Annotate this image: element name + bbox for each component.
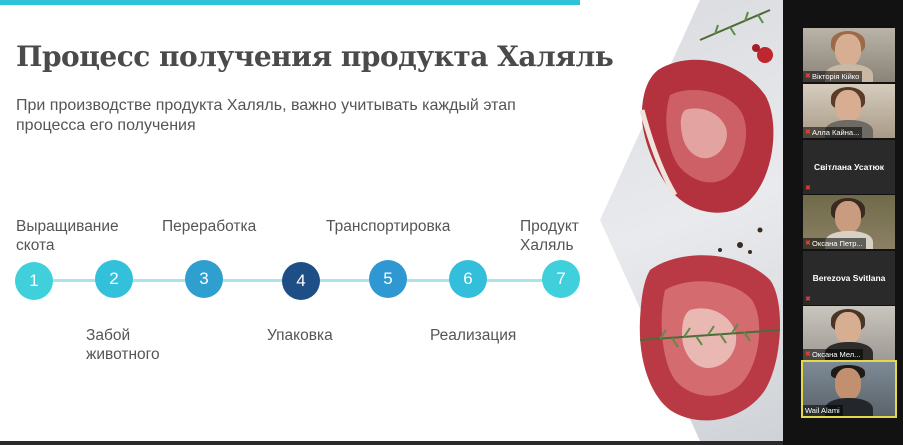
participant-name-tag: ✖Алла Кайна... bbox=[803, 127, 863, 138]
slide-bottom-edge bbox=[0, 441, 783, 445]
participant-name: Вікторія Кійко bbox=[812, 72, 860, 81]
participant-tile[interactable]: ✖Оксана Петр... bbox=[803, 195, 895, 249]
step-4-number: 4 bbox=[296, 271, 306, 290]
step-3-number: 3 bbox=[199, 269, 209, 288]
participant-name: Оксана Мел... bbox=[812, 350, 861, 359]
step-6-label: Реализация bbox=[430, 327, 517, 344]
step-7-label: Продукт Халяль bbox=[520, 218, 579, 254]
step-5-label: Транспортировка bbox=[326, 218, 451, 235]
mic-muted-icon: ✖ bbox=[805, 185, 811, 192]
participant-tile-active-speaker[interactable]: Wail Alami bbox=[801, 360, 897, 418]
meat-photo-art bbox=[580, 0, 781, 441]
participants-panel: ✖Вікторія Кійко ✖Алла Кайна... Світлана … bbox=[783, 0, 903, 445]
mic-muted-icon: ✖ bbox=[805, 129, 811, 136]
participant-name-tag: ✖Оксана Петр... bbox=[803, 238, 866, 249]
slide-title: Процесс получения продукта Халяль bbox=[16, 40, 614, 73]
participant-name: Wail Alami bbox=[805, 406, 840, 415]
participant-tile[interactable]: Світлана Усатюк ✖ bbox=[803, 140, 895, 194]
step-4-circle: 4 bbox=[282, 262, 320, 300]
participant-tile[interactable]: ✖Алла Кайна... bbox=[803, 84, 895, 138]
mic-muted-icon: ✖ bbox=[805, 73, 811, 80]
participant-name-only: Berezova Svitlana bbox=[812, 273, 886, 283]
step-4-label: Упаковка bbox=[267, 327, 333, 344]
participant-name-tag: ✖Вікторія Кійко bbox=[803, 71, 863, 82]
slide-subtitle: При производстве продукта Халяль, важно … bbox=[16, 97, 516, 134]
step-5-number: 5 bbox=[383, 269, 393, 288]
participant-tile[interactable]: Berezova Svitlana ✖ bbox=[803, 251, 895, 305]
mic-muted-icon: ✖ bbox=[805, 296, 811, 303]
participant-name: Оксана Петр... bbox=[812, 239, 863, 248]
step-1-label: Выращивание скота bbox=[16, 218, 119, 254]
step-1-circle: 1 bbox=[15, 262, 53, 300]
participant-tile[interactable]: ✖Оксана Мел... bbox=[803, 306, 895, 360]
step-6-number: 6 bbox=[463, 269, 473, 288]
participant-name: Алла Кайна... bbox=[812, 128, 860, 137]
step-2-number: 2 bbox=[109, 269, 119, 288]
step-7-circle: 7 bbox=[542, 260, 580, 298]
step-2-label: Забой животного bbox=[86, 327, 160, 363]
step-3-label: Переработка bbox=[162, 218, 257, 235]
mic-muted-icon: ✖ bbox=[805, 351, 811, 358]
step-5-circle: 5 bbox=[369, 260, 407, 298]
slide-accent-bar bbox=[0, 0, 720, 5]
step-2-circle: 2 bbox=[95, 260, 133, 298]
participant-name-only: Світлана Усатюк bbox=[813, 162, 885, 172]
mic-muted-icon: ✖ bbox=[805, 240, 811, 247]
step-1-number: 1 bbox=[29, 271, 39, 290]
step-6-circle: 6 bbox=[449, 260, 487, 298]
shared-slide: Процесс получения продукта Халяль При пр… bbox=[0, 0, 783, 441]
participant-tile[interactable]: ✖Вікторія Кійко bbox=[803, 28, 895, 82]
step-3-circle: 3 bbox=[185, 260, 223, 298]
participant-name-tag: Wail Alami bbox=[803, 405, 843, 416]
step-7-number: 7 bbox=[556, 269, 566, 288]
participant-name-tag: ✖Оксана Мел... bbox=[803, 349, 864, 360]
